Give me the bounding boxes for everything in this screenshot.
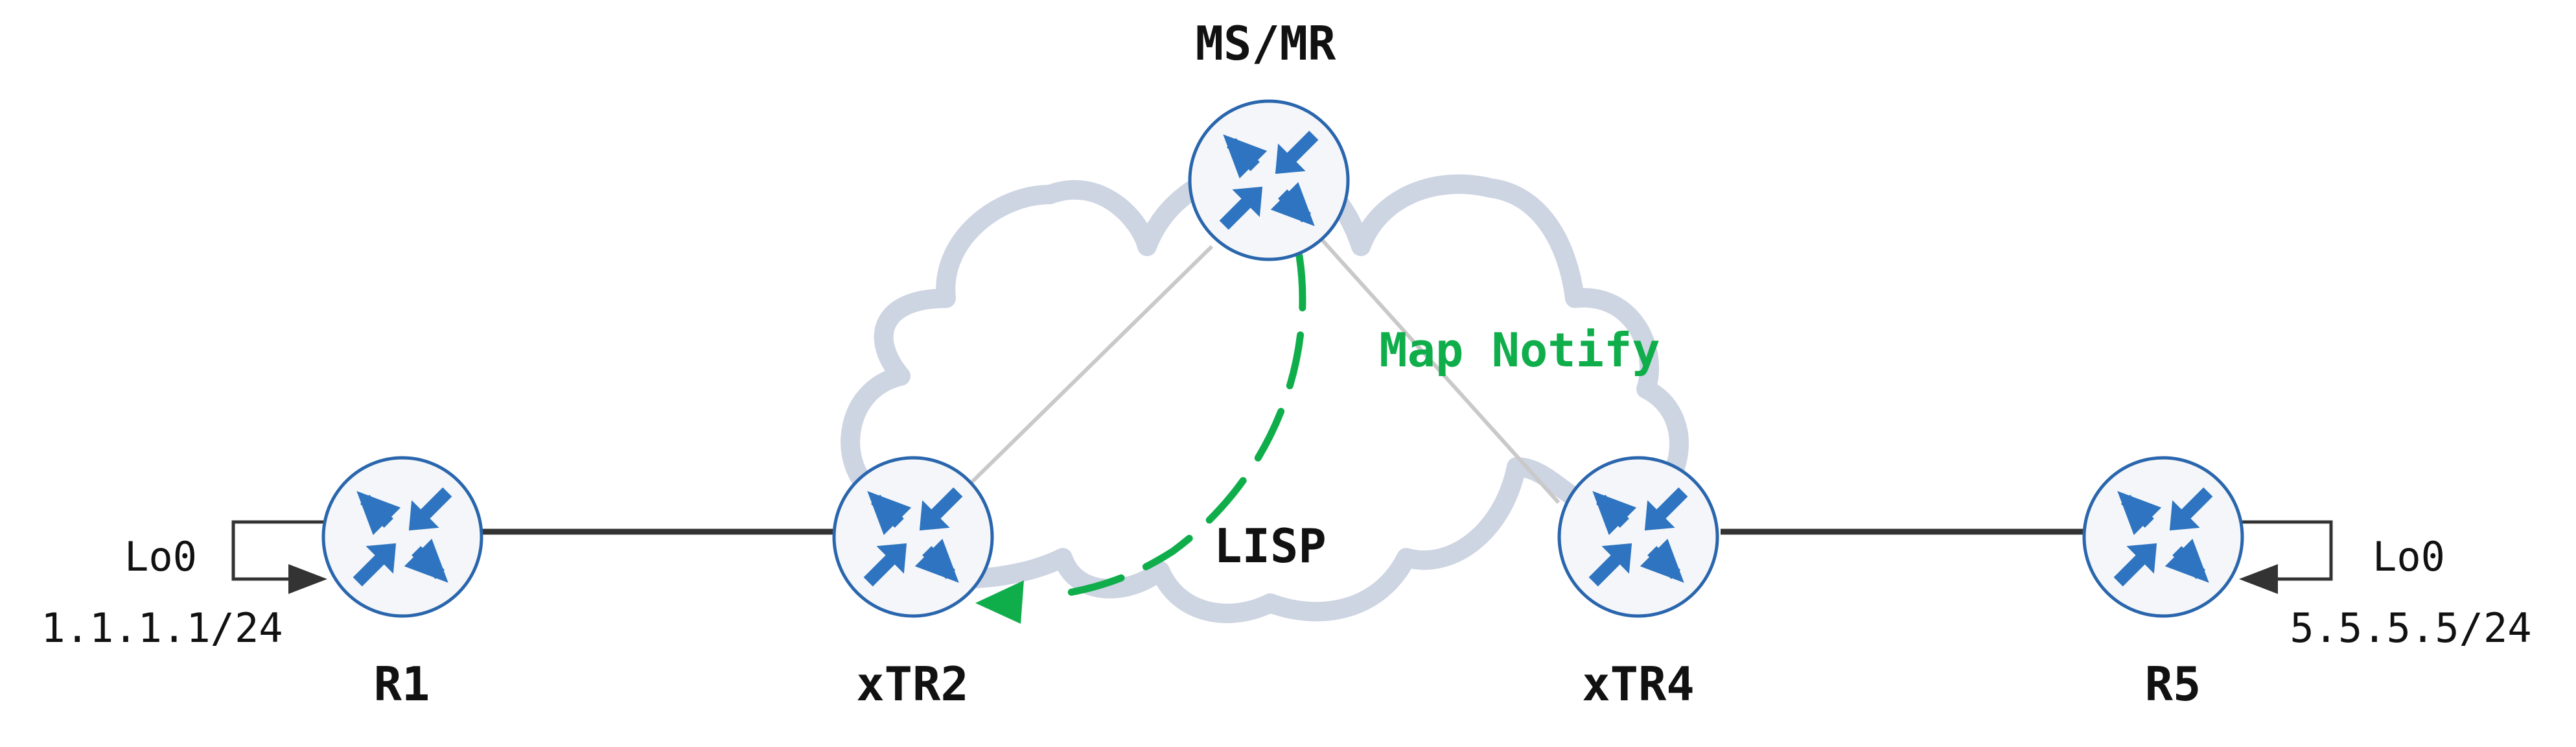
interface-name-r5: Lo0: [2373, 533, 2445, 580]
router-icon-xtr2: [834, 458, 992, 616]
router-icon-msmr: [1190, 101, 1348, 259]
lisp-cloud: [841, 152, 1689, 623]
interface-name-r1: Lo0: [124, 533, 197, 580]
cloud-label: LISP: [1214, 519, 1326, 573]
map-notify-label: Map Notify: [1379, 323, 1660, 377]
loopback-arrow-icon: [2239, 564, 2278, 594]
link-msmr-xtr4: [1320, 238, 1561, 504]
loopback-arrow-icon: [288, 564, 327, 594]
link-msmr-xtr2: [967, 244, 1214, 487]
node-label-xtr2: xTR2: [856, 657, 968, 711]
node-label-r5: R5: [2145, 657, 2201, 711]
router-icon-r1: [323, 458, 482, 616]
router-icon-xtr4: [1559, 458, 1717, 616]
node-label-xtr4: xTR4: [1582, 657, 1694, 711]
loopback-r5: [2239, 520, 2333, 594]
router-icon-r5: [2084, 458, 2242, 616]
arrowhead-icon: [975, 580, 1024, 624]
node-label-r1: R1: [374, 657, 430, 711]
map-notify-arrow: [975, 252, 1306, 624]
interface-address-r1: 1.1.1.1/24: [41, 604, 283, 652]
loopback-r1: [231, 520, 327, 594]
interface-address-r5: 5.5.5.5/24: [2290, 604, 2531, 652]
node-label-msmr: MS/MR: [1196, 16, 1336, 71]
